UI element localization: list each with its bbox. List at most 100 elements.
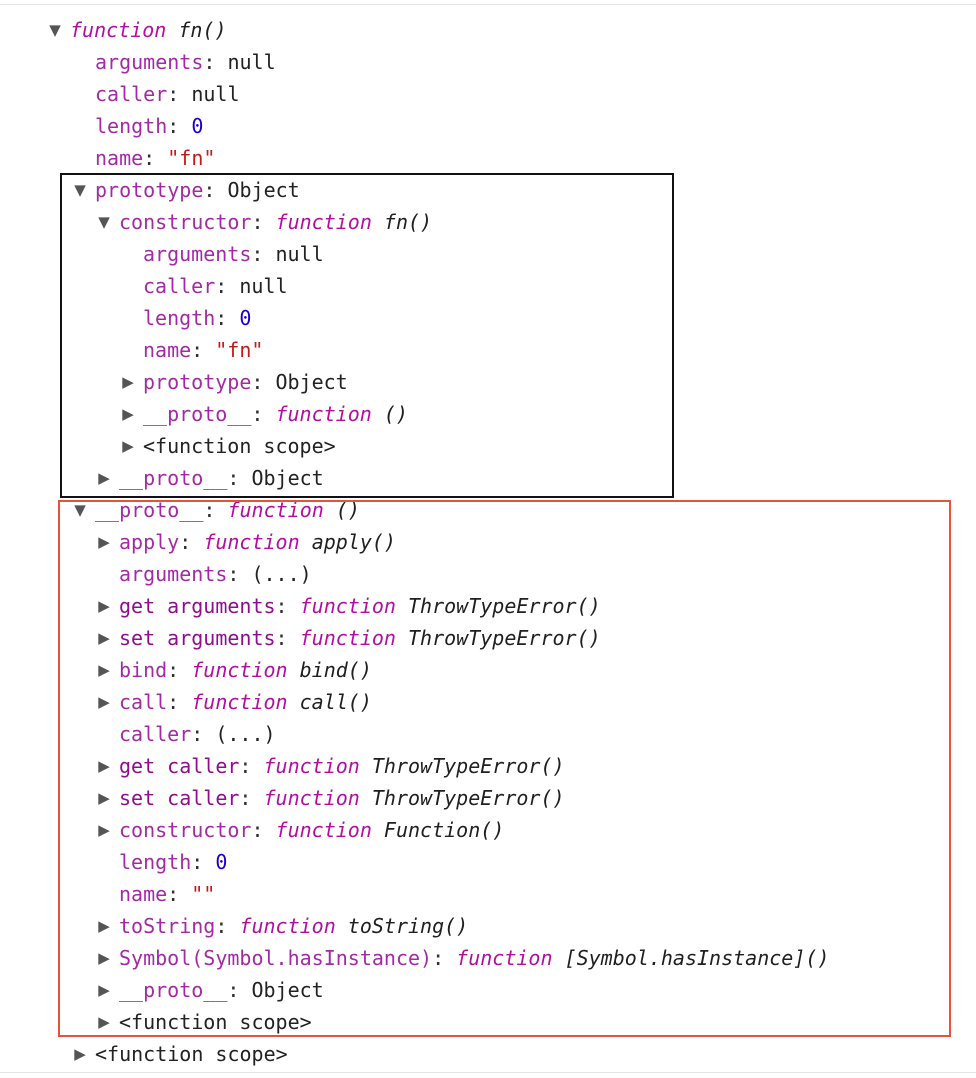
collapsed-triangle-icon[interactable]: ▶: [98, 629, 110, 647]
token: length: [95, 114, 168, 138]
collapsed-triangle-icon[interactable]: ▶: [98, 757, 110, 775]
collapsed-triangle-icon[interactable]: ▶: [122, 437, 134, 455]
token: :: [239, 786, 264, 810]
tree-row[interactable]: ▶bind: function bind(): [0, 654, 976, 686]
tree-row-text: toString: function toString(): [119, 910, 468, 942]
token: :: [251, 242, 276, 266]
tree-row: name: "fn": [0, 334, 976, 366]
token: function: [227, 498, 324, 522]
collapsed-triangle-icon[interactable]: ▶: [98, 789, 110, 807]
collapsed-triangle-icon[interactable]: ▶: [98, 597, 110, 615]
collapsed-triangle-icon[interactable]: ▶: [122, 373, 134, 391]
tree-row[interactable]: ▼prototype: Object: [0, 174, 976, 206]
token: function: [299, 626, 396, 650]
token: :: [215, 914, 240, 938]
token: __proto__: [95, 498, 204, 522]
tree-row[interactable]: ▶constructor: function Function(): [0, 814, 976, 846]
tree-row: arguments: null: [0, 46, 976, 78]
token: get caller: [119, 754, 240, 778]
collapsed-triangle-icon[interactable]: ▶: [98, 949, 110, 967]
tree-row[interactable]: ▼constructor: function fn(): [0, 206, 976, 238]
token: :: [251, 402, 276, 426]
tree-row-text: arguments: null: [143, 238, 324, 270]
token: [360, 786, 372, 810]
token: ThrowTypeError(): [408, 626, 601, 650]
tree-row[interactable]: ▶apply: function apply(): [0, 526, 976, 558]
token: Object: [227, 178, 300, 202]
collapsed-triangle-icon[interactable]: ▶: [98, 469, 110, 487]
token: __proto__: [143, 402, 252, 426]
tree-row[interactable]: ▶ __proto__: function (): [0, 398, 976, 430]
tree-row[interactable]: ▼function fn(): [0, 14, 976, 46]
tree-row[interactable]: ▶ <function scope>: [0, 1038, 976, 1070]
token: function: [456, 946, 553, 970]
tree-row-text: get arguments: function ThrowTypeError(): [119, 590, 601, 622]
token: Object: [251, 978, 324, 1002]
tree-row-text: <function scope>: [95, 1038, 288, 1070]
tree-row[interactable]: ▶ toString: function toString(): [0, 910, 976, 942]
tree-row-text: name: "fn": [143, 334, 263, 366]
tree-row-text: __proto__: function (): [143, 398, 408, 430]
token: apply(): [311, 530, 396, 554]
token: 0: [191, 114, 204, 138]
collapsed-triangle-icon[interactable]: ▶: [98, 661, 110, 679]
tree-row-text: __proto__: Object: [119, 974, 324, 1006]
token: arguments: [119, 562, 228, 586]
token: Function(): [383, 818, 505, 842]
collapsed-triangle-icon[interactable]: ▶: [98, 533, 110, 551]
tree-row-text: prototype: Object: [143, 366, 348, 398]
tree-row: name: "fn": [0, 142, 976, 174]
token: :: [167, 658, 192, 682]
expanded-triangle-icon[interactable]: ▼: [74, 181, 86, 199]
token: :: [167, 882, 192, 906]
token: __proto__: [119, 978, 228, 1002]
token: :: [203, 50, 228, 74]
tree-row[interactable]: ▶ prototype: Object: [0, 366, 976, 398]
tree-row[interactable]: ▶set arguments: function ThrowTypeError(…: [0, 622, 976, 654]
tree-row-text: arguments: (...): [119, 558, 312, 590]
expanded-triangle-icon[interactable]: ▼: [98, 213, 110, 231]
collapsed-triangle-icon[interactable]: ▶: [98, 693, 110, 711]
expanded-triangle-icon[interactable]: ▼: [74, 501, 86, 519]
collapsed-triangle-icon[interactable]: ▶: [74, 1045, 86, 1063]
token: :: [275, 594, 300, 618]
tree-row[interactable]: ▶ get arguments: function ThrowTypeError(…: [0, 590, 976, 622]
tree-row[interactable]: ▶get caller: function ThrowTypeError(): [0, 750, 976, 782]
token: :: [191, 722, 216, 746]
token: toString(): [347, 914, 469, 938]
collapsed-triangle-icon[interactable]: ▶: [122, 405, 134, 423]
collapsed-triangle-icon[interactable]: ▶: [98, 981, 110, 999]
tree-row[interactable]: ▼__proto__: function (): [0, 494, 976, 526]
tree-row[interactable]: ▶Symbol(Symbol.hasInstance): function [S…: [0, 942, 976, 974]
token: (): [335, 498, 360, 522]
token: constructor: [119, 818, 252, 842]
token: __proto__: [119, 466, 228, 490]
tree-row[interactable]: ▶ __proto__: Object: [0, 974, 976, 1006]
collapsed-triangle-icon[interactable]: ▶: [98, 1013, 110, 1031]
collapsed-triangle-icon[interactable]: ▶: [98, 917, 110, 935]
tree-row[interactable]: ▶call: function call(): [0, 686, 976, 718]
token: [372, 402, 384, 426]
tree-row[interactable]: ▶ <function scope>: [0, 430, 976, 462]
token: :: [215, 274, 240, 298]
tree-row[interactable]: ▶<function scope>: [0, 1006, 976, 1038]
token: bind: [119, 658, 168, 682]
tree-row[interactable]: ▶__proto__: Object: [0, 462, 976, 494]
token: (...): [251, 562, 312, 586]
token: Object: [275, 370, 348, 394]
token: null: [275, 242, 324, 266]
tree-row-text: <function scope>: [143, 430, 336, 462]
token: null: [239, 274, 288, 298]
token: :: [167, 82, 192, 106]
token: caller: [119, 722, 192, 746]
collapsed-triangle-icon[interactable]: ▶: [98, 821, 110, 839]
token: toString: [119, 914, 216, 938]
tree-row[interactable]: ▶set caller: function ThrowTypeError(): [0, 782, 976, 814]
token: length: [119, 850, 192, 874]
token: "fn": [167, 146, 216, 170]
tree-row: arguments: (...): [0, 558, 976, 590]
expanded-triangle-icon[interactable]: ▼: [49, 21, 61, 39]
token: [372, 210, 384, 234]
token: arguments: [95, 50, 204, 74]
token: fn(): [383, 210, 433, 234]
